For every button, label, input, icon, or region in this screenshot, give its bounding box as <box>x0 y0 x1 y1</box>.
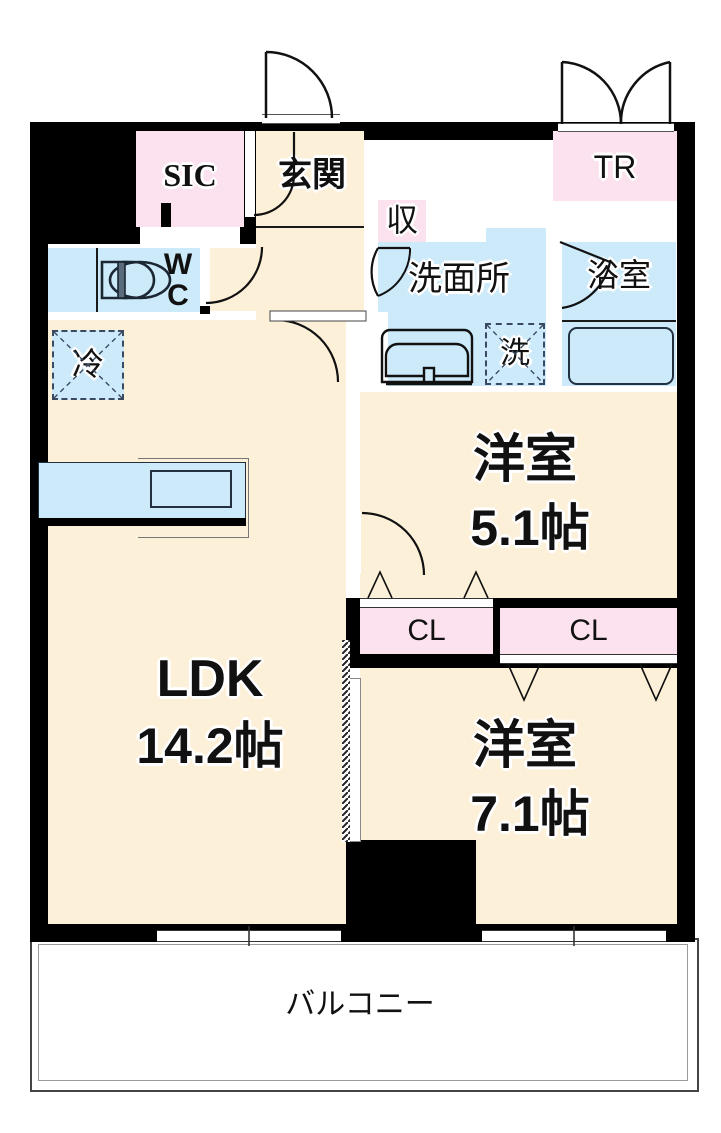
bedroom-5-1-door-opening <box>350 512 361 574</box>
ldk-floor-main <box>48 520 346 924</box>
washer-space <box>485 323 545 385</box>
entrance-door-sill <box>262 114 340 124</box>
closet-right-rail <box>500 654 677 664</box>
kitchen-counter-shadow <box>38 518 246 526</box>
kitchen-cabinet-outline <box>138 458 249 538</box>
trunk-room <box>553 131 677 201</box>
bathtub <box>568 327 674 385</box>
sic-room-lower-left <box>136 203 161 227</box>
wall-mass-upper-left <box>30 122 140 244</box>
washroom-upper <box>378 242 546 248</box>
entrance-hall-floor <box>256 227 364 311</box>
trunk-room-door-sill <box>558 123 674 132</box>
entrance-step-line <box>256 226 364 228</box>
sic-door-opening <box>245 131 255 217</box>
ldk-floor-hall-link <box>256 311 364 321</box>
sic-room-lower-right <box>171 203 244 227</box>
entrance-floor <box>256 131 364 227</box>
refrigerator-space <box>52 330 124 400</box>
washroom-notch <box>486 228 546 248</box>
balcony-window-bedroom[interactable] <box>482 930 666 942</box>
ldk-sliding-door-panel[interactable] <box>349 678 361 842</box>
sic-door-jamb <box>161 203 171 227</box>
storage-small <box>378 200 426 242</box>
sic-room <box>136 131 244 217</box>
hallway-floor <box>210 248 256 311</box>
bathroom-door-opening <box>550 242 560 308</box>
outer-wall-right <box>677 122 695 942</box>
balcony-inner-rail <box>38 944 688 1081</box>
outer-wall-left <box>30 122 48 942</box>
toilet-room <box>48 248 200 312</box>
closet-right <box>500 608 677 654</box>
entrance-door-icon <box>264 50 334 119</box>
bedroom-7-1-corner-wall <box>346 840 476 942</box>
balcony-window-ldk[interactable] <box>157 930 341 942</box>
trunk-room-doors-icon <box>560 60 672 125</box>
kitchen-sink <box>150 470 232 508</box>
washroom-floor <box>378 248 546 312</box>
bathroom-split-line <box>562 320 676 322</box>
closet-left <box>360 608 493 654</box>
toilet-door-jamb <box>200 306 210 314</box>
closet-left-rail <box>360 598 493 608</box>
toilet-partition-line <box>96 248 98 312</box>
bedroom-5-1-floor <box>360 392 677 598</box>
toilet-door-opening <box>200 248 210 306</box>
